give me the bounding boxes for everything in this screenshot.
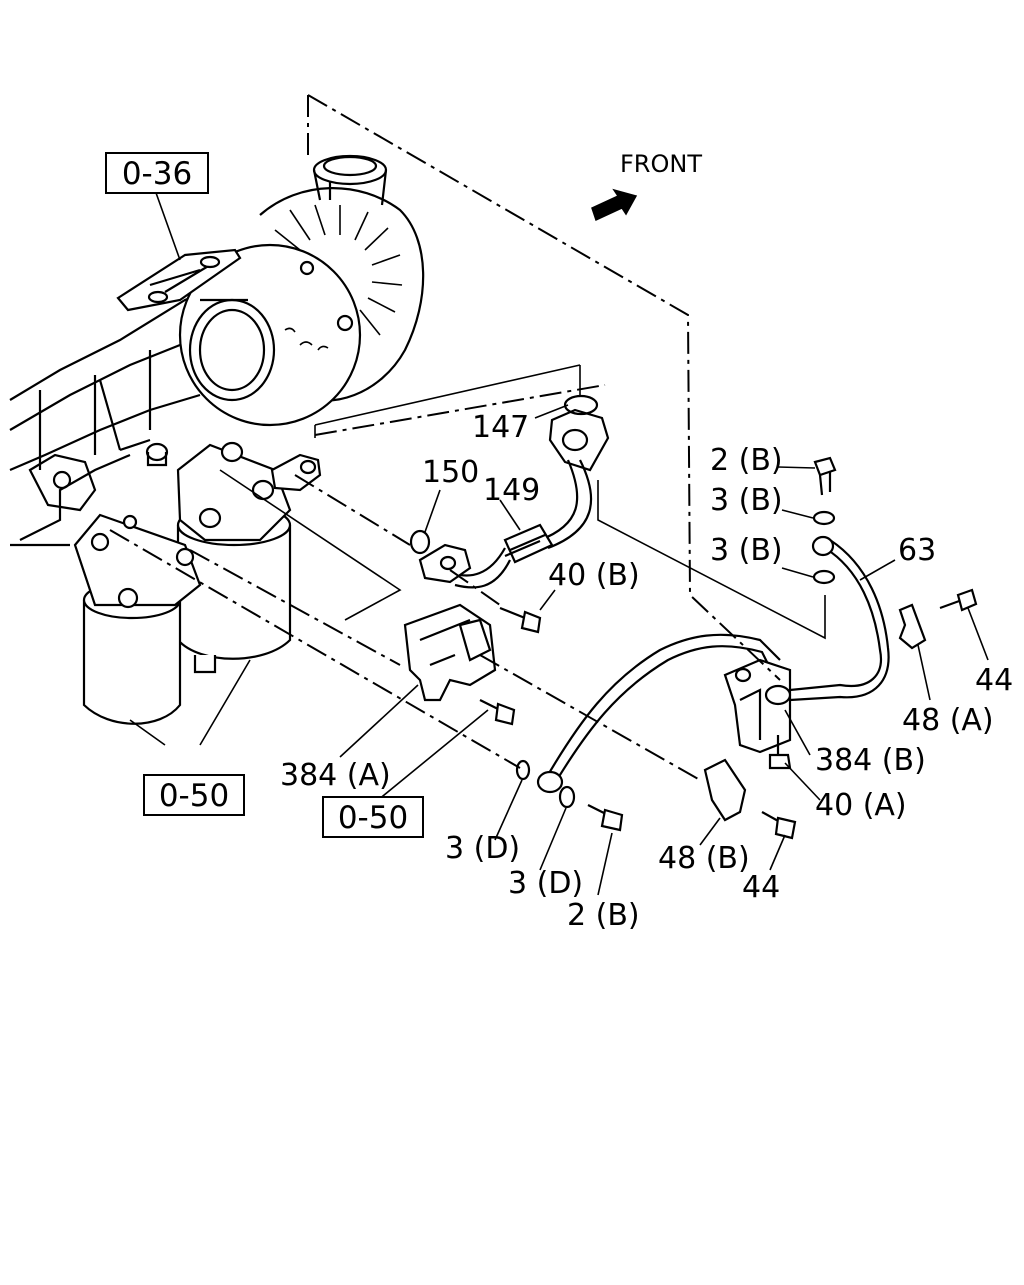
oil-feed-pipe-149	[418, 408, 610, 589]
label-3d-right: 3 (D)	[508, 866, 583, 901]
clip-48a	[898, 603, 927, 650]
ref-box-turbo: 0-36	[105, 152, 209, 194]
turbocharger	[116, 154, 425, 427]
label-48b: 48 (B)	[658, 841, 750, 876]
engine-block	[9, 288, 211, 547]
pipe-63	[789, 535, 890, 702]
label-3b-mid: 3 (B)	[710, 533, 783, 568]
bolt-2b-top	[813, 456, 837, 496]
clip-48b	[703, 758, 747, 822]
ref-box-turbo-label: 0-36	[122, 156, 192, 192]
leader-lines	[129, 189, 989, 896]
fuel-filter-front	[73, 513, 202, 725]
label-2b-top: 2 (B)	[710, 443, 783, 478]
label-2b-bottom: 2 (B)	[567, 898, 640, 933]
assembly-center-lines	[109, 94, 826, 781]
label-44-right: 44	[975, 663, 1013, 698]
ref-box-filters-label: 0-50	[159, 778, 229, 814]
o-ring-150	[409, 529, 431, 555]
part-labels: 147 150 149 40 (B) 2 (B) 3 (B) 3 (B) 63 …	[280, 410, 1013, 933]
label-3b-top: 3 (B)	[710, 483, 783, 518]
bolt-44-right	[939, 588, 978, 612]
bracket-384b	[723, 658, 792, 754]
front-label: FRONT	[620, 150, 702, 178]
bracket-384a	[403, 603, 497, 702]
front-direction-indicator: FRONT	[591, 150, 702, 222]
bolt-bracket-a	[479, 699, 516, 726]
oil-return-pipe	[536, 633, 781, 794]
ref-box-filters: 0-50	[143, 774, 245, 816]
washer-3b-top	[812, 510, 836, 526]
label-44-bottom: 44	[742, 870, 780, 905]
label-40a: 40 (A)	[815, 788, 907, 823]
label-149: 149	[483, 473, 540, 508]
o-ring-147	[563, 394, 599, 416]
washer-3b-mid	[812, 569, 836, 585]
washer-3d-left	[515, 759, 531, 781]
label-40b: 40 (B)	[548, 558, 640, 593]
bolt-2b-bottom	[587, 804, 624, 832]
label-384b: 384 (B)	[815, 743, 926, 778]
label-48a: 48 (A)	[902, 703, 994, 738]
label-384a: 384 (A)	[280, 758, 391, 793]
label-150: 150	[422, 455, 479, 490]
label-63: 63	[898, 533, 936, 568]
label-147: 147	[472, 410, 529, 445]
label-3d-left: 3 (D)	[445, 831, 520, 866]
ref-box-bracket-label: 0-50	[338, 800, 408, 836]
filter-mount-plate	[270, 453, 322, 492]
fuel-filter-rear	[176, 441, 292, 674]
bolt-40b	[499, 606, 542, 634]
bolt-44-bottom	[761, 811, 797, 840]
ref-box-bracket: 0-50	[322, 796, 424, 838]
front-arrow-icon	[591, 188, 638, 222]
washer-3d-right	[558, 785, 576, 809]
